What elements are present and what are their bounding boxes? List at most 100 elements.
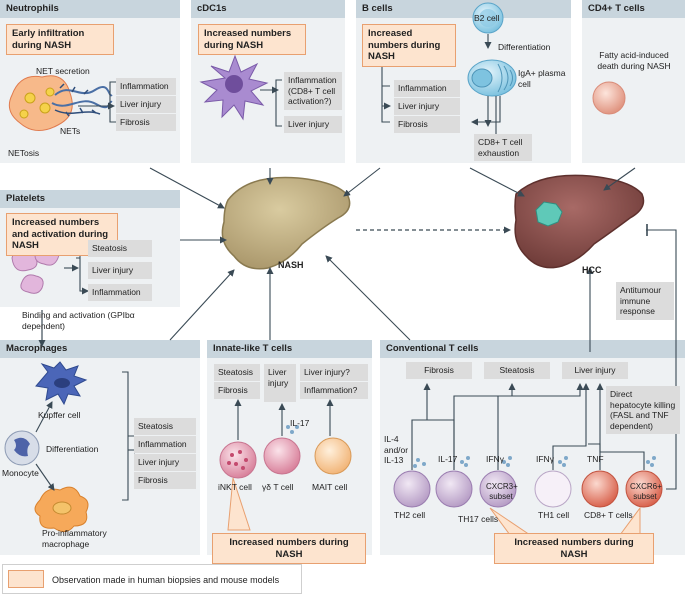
cd8-label: CD8+ T cells bbox=[584, 510, 633, 520]
cd4-title: CD4+ T cells bbox=[582, 0, 685, 18]
platelets-effect-1: Steatosis bbox=[88, 240, 152, 257]
neutrophils-observation: Early infiltration during NASH bbox=[6, 24, 114, 55]
nash-label: NASH bbox=[278, 260, 304, 270]
gamma-delta-t-cell-icon bbox=[263, 437, 301, 475]
innate-box-liver-injury-q: Liver injury? bbox=[300, 364, 368, 381]
innate-box-inflammation-q: Inflammation? bbox=[300, 382, 368, 399]
th17-label: TH17 cells bbox=[458, 514, 499, 524]
neutrophils-effect-2: Liver injury bbox=[116, 96, 176, 113]
cd8-exhaustion-box: CD8+ T cell exhaustion bbox=[474, 134, 532, 161]
hcc-label: HCC bbox=[582, 265, 602, 275]
flow-arrows bbox=[35, 34, 677, 491]
cxcr6-subset-icon bbox=[625, 470, 663, 508]
conventional-observation: Increased numbers during NASH bbox=[494, 533, 654, 564]
platelets-observation: Increased numbers and activation during … bbox=[6, 213, 118, 256]
cxcr6-label: CXCR6+ subset bbox=[630, 482, 662, 501]
il4-label: IL-4 and/or IL-13 bbox=[384, 434, 409, 465]
bcells-effect-3: Fibrosis bbox=[394, 116, 460, 133]
cdc1s-observation: Increased numbers during NASH bbox=[198, 24, 306, 55]
conv-il17-label: IL-17 bbox=[438, 454, 458, 464]
macrophages-effect-2: Inflammation bbox=[134, 436, 196, 453]
conventional-title: Conventional T cells bbox=[380, 340, 685, 358]
monocyte-icon bbox=[4, 430, 40, 466]
macrophages-title: Macrophages bbox=[0, 340, 200, 358]
conventional-box-liver-injury: Liver injury bbox=[562, 362, 628, 379]
tnf-label: TNF bbox=[587, 454, 604, 464]
cd4-cell-icon bbox=[592, 81, 626, 115]
conventional-killing-box: Direct hepatocyte killing (FASL and TNF … bbox=[606, 386, 680, 434]
conventional-box-steatosis: Steatosis bbox=[484, 362, 550, 379]
proinflammatory-macrophage-icon bbox=[34, 486, 89, 532]
platelets-effect-3: Inflammation bbox=[88, 284, 152, 301]
cd8-tnf-cell-icon bbox=[581, 470, 619, 508]
platelets-effect-2: Liver injury bbox=[88, 262, 152, 279]
il4-dots-icon bbox=[413, 458, 426, 468]
macrophages-effect-4: Fibrosis bbox=[134, 472, 196, 489]
mait-cell-icon bbox=[314, 437, 352, 475]
hcc-liver-icon bbox=[514, 174, 645, 269]
cdc1s-effect-2: Liver injury bbox=[284, 116, 342, 133]
inkt-label: iNKT cell bbox=[218, 482, 252, 492]
innate-il17-label: IL-17 bbox=[290, 418, 310, 428]
conventional-box-fibrosis: Fibrosis bbox=[406, 362, 472, 379]
platelets-binding-label: Binding and activation (GPIbα dependent) bbox=[22, 310, 135, 331]
monocyte-label: Monocyte bbox=[2, 468, 39, 478]
macrophages-differentiation-label: Differentiation bbox=[46, 444, 99, 454]
macrophages-effect-3: Liver injury bbox=[134, 454, 196, 471]
cdc1-dendritic-icon bbox=[199, 54, 269, 121]
neutrophil-netosis-icon bbox=[8, 75, 113, 131]
legend-swatch bbox=[8, 570, 44, 588]
neutrophils-title: Neutrophils bbox=[0, 0, 180, 18]
antitumour-box: Antitumour immune response bbox=[616, 282, 674, 320]
th17-cell-icon bbox=[435, 470, 473, 508]
netosis-label: NETosis bbox=[8, 148, 40, 158]
cxcr3-label: CXCR3+ subset bbox=[486, 482, 518, 501]
bcells-effect-2: Liver injury bbox=[394, 98, 460, 115]
ifng-dots-icon bbox=[502, 456, 512, 467]
innate-box-steatosis: Steatosis bbox=[214, 364, 260, 381]
il17-dots-icon bbox=[286, 425, 299, 434]
th1-cell-icon bbox=[534, 470, 572, 508]
innate-observation: Increased numbers during NASH bbox=[212, 533, 366, 564]
innate-title: Innate-like T cells bbox=[207, 340, 372, 358]
legend-frame bbox=[2, 564, 302, 594]
nets-label: NETs bbox=[60, 126, 81, 136]
bcells-observation: Increased numbers during NASH bbox=[362, 24, 456, 67]
iga-plasma-label: IgA+ plasma cell bbox=[518, 68, 566, 89]
ifng-label-2: IFNγ bbox=[536, 454, 554, 464]
bcells-effect-1: Inflammation bbox=[394, 80, 460, 97]
cdc1s-effect-1: Inflammation (CD8+ T cell activation?) bbox=[284, 72, 342, 110]
ifng2-dots-icon bbox=[558, 456, 568, 467]
th2-label: TH2 cell bbox=[394, 510, 426, 520]
mait-label: MAIT cell bbox=[312, 482, 348, 492]
il17b-dots-icon bbox=[460, 456, 470, 467]
b2-cell-icon bbox=[472, 2, 504, 34]
cdc1s-title: cDC1s bbox=[191, 0, 345, 18]
innate-box-fibrosis: Fibrosis bbox=[214, 382, 260, 399]
innate-box-liver-injury: Liver injury bbox=[264, 364, 296, 402]
neutrophils-effect-1: Inflammation bbox=[116, 78, 176, 95]
macrophages-effect-1: Steatosis bbox=[134, 418, 196, 435]
iga-plasma-cell-icon bbox=[467, 59, 517, 97]
ifng-label-1: IFNγ bbox=[486, 454, 504, 464]
inkt-cell-icon bbox=[219, 441, 257, 479]
net-secretion-label: NET secretion bbox=[36, 66, 90, 76]
cd4-death-label: Fatty acid-induced death during NASH bbox=[597, 50, 671, 71]
bcells-title: B cells bbox=[356, 0, 571, 18]
legend-text: Observation made in human biopsies and m… bbox=[52, 575, 280, 585]
th1-label: TH1 cell bbox=[538, 510, 570, 520]
th2-cell-icon bbox=[393, 470, 431, 508]
observation-pointers bbox=[227, 477, 641, 536]
proinflammatory-label: Pro-inflammatory macrophage bbox=[42, 528, 107, 549]
b2-cell-label: B2 cell bbox=[474, 13, 500, 23]
gamma-delta-label: γδ T cell bbox=[262, 482, 294, 492]
kupffer-label: Kupffer cell bbox=[38, 410, 81, 420]
nash-liver-icon bbox=[221, 176, 351, 270]
platelets-title: Platelets bbox=[0, 190, 180, 208]
neutrophils-effect-3: Fibrosis bbox=[116, 114, 176, 131]
cxcr3-subset-icon bbox=[479, 470, 517, 508]
tnf-dots-icon bbox=[646, 456, 656, 467]
kupffer-cell-icon bbox=[35, 361, 88, 406]
cd4-panel: CD4+ T cells bbox=[582, 0, 685, 163]
